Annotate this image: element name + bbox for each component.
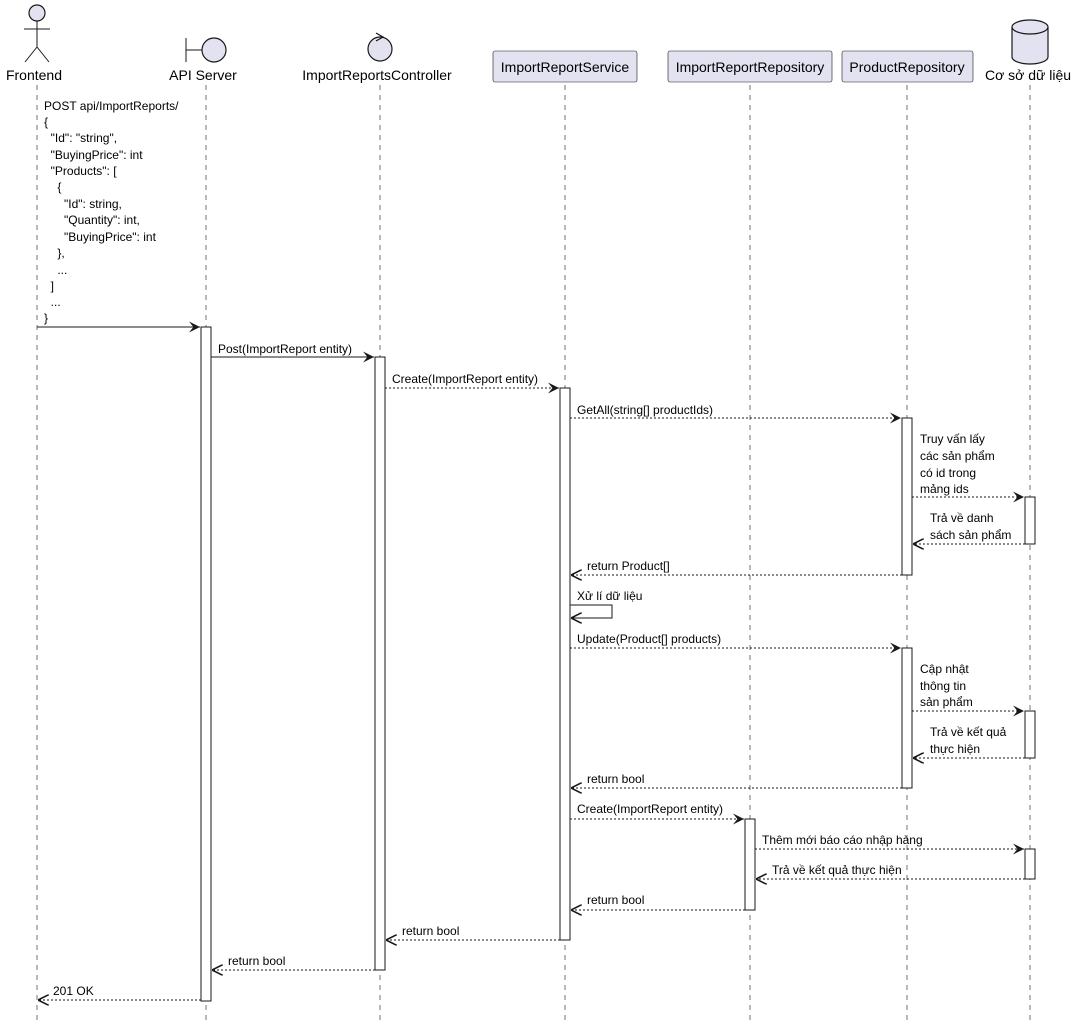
message-update-label: Update(Product[] products) (577, 632, 721, 646)
request-line: } (44, 311, 48, 325)
message-update-info-label: sản phẩm (920, 695, 973, 709)
participant-api-server-label: API Server (169, 67, 237, 83)
participant-frontend: Frontend (6, 4, 62, 83)
activation-database-1 (1024, 496, 1036, 545)
message-return-bool-3-label: return bool (402, 924, 459, 938)
message-return-list-label: Trả về danh (930, 511, 994, 525)
message-query-label: có id trong (920, 466, 976, 480)
activation-product-repository-2 (901, 647, 913, 789)
request-line: "Id": string, (44, 197, 122, 211)
message-query-label: Truy vấn lấy (920, 432, 985, 446)
request-line: "BuyingPrice": int (44, 148, 143, 162)
participant-import-repository: ImportReportRepository (667, 50, 833, 83)
message-return-bool-2-label: return bool (587, 893, 644, 907)
request-line: ... (44, 295, 61, 309)
lifelines (36, 85, 1031, 1020)
database-icon (1011, 19, 1049, 65)
message-return-list-label: sách sản phẩm (930, 528, 1011, 542)
control-icon (367, 32, 393, 62)
message-return-add-label: Trả về kết quả thực hiện (772, 863, 902, 877)
request-line: ... (44, 263, 67, 277)
request-line: POST api/ImportReports/ (44, 99, 179, 113)
message-add-new-label: Thêm mới báo cáo nhập hàng (762, 833, 923, 847)
message-create-label: Create(ImportReport entity) (392, 372, 538, 386)
message-get-all-label: GetAll(string[] productIds) (577, 403, 713, 417)
request-line: }, (44, 246, 65, 260)
request-line: "BuyingPrice": int (44, 230, 157, 244)
message-return-result-label: Trả về kết quả (930, 725, 1007, 739)
participant-controller-label: ImportReportsController (302, 67, 452, 83)
message-return-bool-4-label: return bool (228, 954, 285, 968)
participant-database-label: Cơ sở dữ liệu (985, 67, 1071, 83)
message-process-arrow (570, 604, 613, 618)
participant-product-repository: ProductRepository (841, 50, 974, 83)
request-body: POST api/ImportReports/ { "Id": "string"… (44, 99, 179, 325)
message-create-repo-label: Create(ImportReport entity) (577, 802, 723, 816)
participant-service: ImportReportService (492, 50, 638, 83)
activations (200, 326, 1036, 1002)
participant-controller: ImportReportsController (302, 32, 452, 83)
message-return-bool-1-label: return bool (587, 772, 644, 786)
message-update-info-label: thông tin (920, 679, 966, 693)
activation-import-repository (744, 818, 756, 911)
request-line: "Products": [ (44, 164, 117, 178)
message-query-label: mảng ids (920, 482, 969, 496)
message-query-label: các sản phẩm (920, 449, 995, 463)
activation-product-repository-1 (901, 417, 913, 576)
message-return-products-label: return Product[] (587, 559, 670, 573)
message-process-label: Xử lí dữ liệu (577, 589, 642, 603)
participant-frontend-label: Frontend (6, 67, 62, 83)
request-line: "Id": "string", (44, 131, 117, 145)
boundary-icon (185, 37, 227, 63)
request-line: { (44, 115, 48, 129)
message-return-result-label: thực hiện (930, 742, 980, 756)
participant-product-repository-label: ProductRepository (849, 59, 964, 75)
message-post-label: Post(ImportReport entity) (218, 342, 352, 356)
participant-import-repository-label: ImportReportRepository (676, 59, 825, 75)
activation-service (559, 387, 571, 941)
request-line: ] (44, 279, 54, 293)
participant-api-server: API Server (169, 37, 237, 83)
actor-icon (24, 4, 50, 63)
message-update-info-label: Cập nhật (920, 662, 969, 676)
activation-database-3 (1024, 848, 1036, 880)
request-line: { (44, 180, 61, 194)
messages: Post(ImportReport entity) Create(ImportR… (37, 321, 1025, 1000)
activation-controller (374, 356, 386, 971)
activation-api-server (200, 326, 212, 1002)
participant-database: Cơ sở dữ liệu (985, 19, 1071, 83)
request-line: "Quantity": int, (44, 213, 140, 227)
activation-database-2 (1024, 710, 1036, 759)
participant-service-label: ImportReportService (501, 59, 630, 75)
message-ok-label: 201 OK (53, 984, 94, 998)
